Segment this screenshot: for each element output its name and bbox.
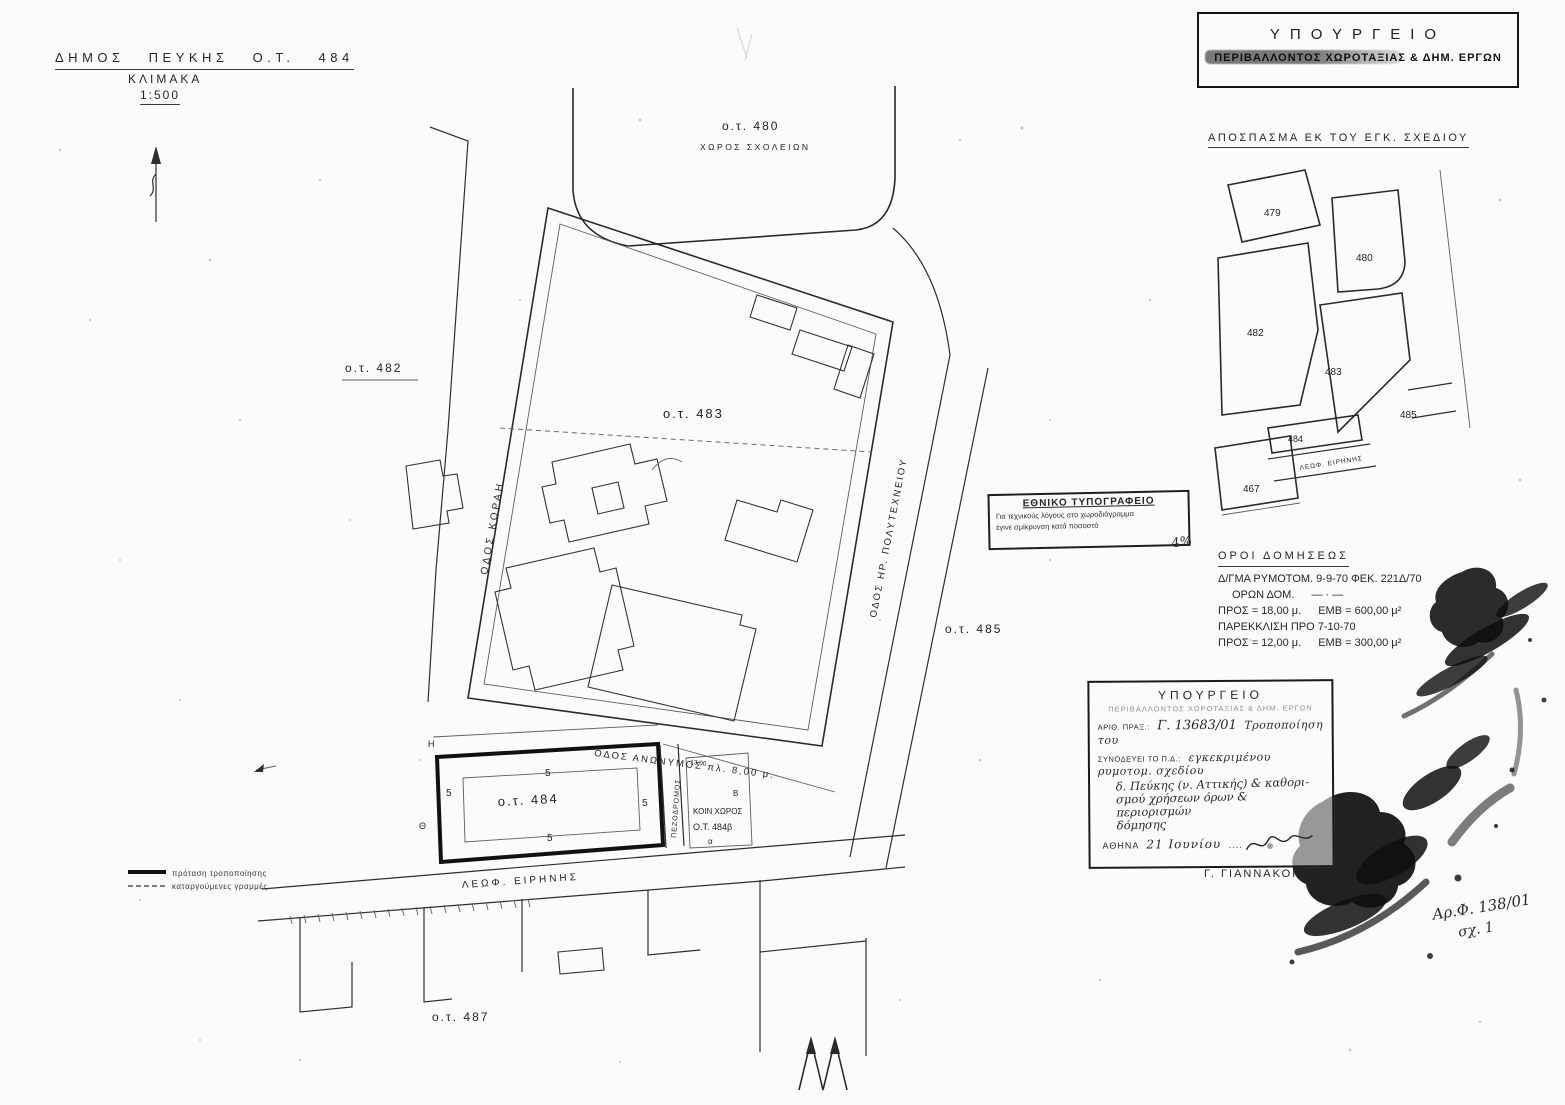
label-street-korai: ΟΔΟΣ ΚΟΡΑΗ: [479, 480, 506, 575]
building-terms-title: ΟΡΟΙ ΔΟΜΗΣΕΩΣ: [1218, 548, 1349, 567]
label-block-480-use: ΧΩΡΟΣ ΣΧΟΛΕΙΩΝ: [700, 142, 811, 152]
key-label-479: 479: [1264, 208, 1281, 219]
parekklisi-line: ΠΑΡΕΚΚΛΙΣΗ ΠΡΟ 7-10-70: [1218, 621, 1356, 633]
main-map: πρόταση τροποποίησης καταργούμενες γραμμ…: [128, 86, 1002, 1091]
handwritten-notes: δ. Πεύκης (ν. Αττικής) & καθορι- σμού χρ…: [1116, 775, 1325, 833]
ministry-stamp: ΥΠΟΥΡΓΕΙΟ ΠΕΡΙΒΑΛΛΟΝΤΟΣ ΧΩΡΟΤΑΞΙΑΣ & ΔΗΜ…: [1197, 12, 1519, 88]
key-block-479: [1227, 169, 1321, 243]
label-block-484: ο.τ. 484: [497, 791, 559, 809]
block-480-outline: [572, 86, 896, 247]
approval-title: ΥΠΟΥΡΓΕΙΟ: [1157, 687, 1263, 703]
date-value: 21 Ιουνίου: [1146, 836, 1222, 852]
setback-5-bottom: 5: [547, 833, 553, 844]
label-block-482: ο.τ. 482: [345, 361, 402, 375]
ref-value: Γ. 13683/01: [1157, 717, 1237, 734]
label-street-eirinis: ΛΕΩΦ. ΕΙΡΗΝΗΣ: [461, 872, 579, 891]
legend-item-2: καταργούμενες γραμμές: [172, 882, 268, 891]
setback-5-top: 5: [545, 768, 551, 779]
label-street-polytechneiou: ΟΔΟΣ ΗΡ. ΠΟΛΥΤΕΧΝΕΙΟΥ: [868, 457, 910, 618]
legend-item-1: πρόταση τροποποίησης: [172, 869, 267, 878]
key-map-streets: [1221, 169, 1471, 516]
label-pezodromos: ΠΕΖΟΔΡΟΜΟΣ: [671, 778, 682, 838]
approval-subtitle: ΠΕΡΙΒΑΛΛΟΝΤΟΣ ΧΩΡΟΤΑΞΙΑΣ & ΔΗΜ. ΕΡΓΩΝ: [1108, 703, 1313, 714]
key-block-484: [1267, 414, 1363, 454]
block-484-outline: [434, 741, 666, 865]
signer-name: Γ. ΓΙΑΝΝΑΚΟΠΟΥΛΟΣ: [1204, 868, 1350, 880]
page-title: ΔΗΜΟΣ ΠΕΥΚΗΣ Ο.Τ. 484: [55, 50, 354, 70]
map-legend: πρόταση τροποποίησης καταργούμενες γραμμ…: [128, 869, 268, 891]
date-dots: ....: [1228, 839, 1243, 850]
building-terms: ΟΡΟΙ ΔΟΜΗΣΕΩΣ Δ/ΓΜΑ ΡΥΜΟΤΟΜ. 9-9-70 ΦΕΚ.…: [1218, 548, 1422, 651]
scale-value: 1:500: [140, 88, 181, 105]
ref-label: ΑΡΙΘ. ΠΡΑΞ.:: [1097, 722, 1150, 732]
building-footprints: [405, 294, 875, 722]
label-block-485: ο.τ. 485: [945, 622, 1002, 636]
key-block-482: [1217, 242, 1319, 416]
decree-line: Δ/ΓΜΑ ΡΥΜΟΤΟΜ. 9-9-70 ΦΕΚ. 221Δ/70: [1218, 573, 1422, 585]
street-eirinis-edges: [254, 764, 906, 922]
key-label-485: 485: [1400, 410, 1417, 421]
key-label-467: 467: [1243, 484, 1260, 495]
approval-accompany-row: ΣΥΝΟΔΕΥΕΙ ΤΟ Π.Δ.: εγκεκριμένου ρυμοτομ.…: [1098, 750, 1324, 778]
corner-letter-b: Β: [733, 789, 738, 798]
oron-dom-line: ΟΡΩΝ ΔΟΜ. — · —: [1232, 589, 1344, 601]
scale-label: ΚΛΙΜΑΚΑ: [128, 72, 203, 86]
key-map: 479 480 482 483 484 485 467 ΛΕΩΦ. ΕΙΡΗΝΗ…: [1214, 169, 1471, 516]
pros-line-1: ΠΡΟΣ = 18,00 μ. ΕΜΒ = 600,00 μ²: [1218, 605, 1402, 617]
road-connector-480: [892, 227, 951, 356]
key-block-480: [1331, 189, 1406, 293]
street-polytechneiou-edges: [849, 354, 989, 869]
block-483-outline: [467, 206, 894, 747]
scan-speckles: [58, 27, 1522, 1063]
ink-smear-bar: [1205, 50, 1401, 64]
dim-13: 13.00: [690, 759, 707, 768]
key-label-480: 480: [1356, 253, 1373, 264]
key-label-483: 483: [1325, 367, 1342, 378]
key-block-483: [1319, 292, 1411, 434]
date-label: ΑΘΗΝΑ: [1102, 840, 1139, 851]
setback-5-left: 5: [446, 788, 452, 799]
setback-5-right: 5: [642, 798, 648, 809]
approval-stamp-box: ΥΠΟΥΡΓΕΙΟ ΠΕΡΙΒΑΛΛΟΝΤΟΣ ΧΩΡΟΤΑΞΙΑΣ & ΔΗΜ…: [1087, 679, 1335, 869]
corner-letter-h: Η: [428, 739, 435, 749]
corner-letter-a: α: [708, 837, 713, 846]
label-block-484b: Ο.Τ. 484β: [693, 822, 732, 832]
label-koin-choros: ΚΟΙΝ ΧΩΡΟΣ: [693, 807, 742, 816]
approval-ref-row: ΑΡΙΘ. ΠΡΑΞ.: Γ. 13683/01 Τροποποίηση του: [1098, 717, 1324, 747]
printing-stamp-line2: έγινε σμίκρυνση κατά ποσοστό: [996, 520, 1099, 532]
block-484-setback: [462, 767, 641, 843]
key-block-467: [1214, 435, 1299, 511]
dash-symbol: — · —: [1311, 589, 1344, 601]
ministry-stamp-line1: ΥΠΟΥΡΓΕΙΟ: [1269, 26, 1447, 43]
key-label-484: 484: [1288, 434, 1303, 444]
key-label-482: 482: [1247, 328, 1264, 339]
signature-scribble: [1245, 834, 1313, 851]
pros-line-2: ΠΡΟΣ = 12,00 μ. ΕΜΒ = 300,00 μ²: [1218, 637, 1402, 649]
extract-title: ΑΠΟΣΠΑΣΜΑ ΕΚ ΤΟΥ ΕΓΚ. ΣΧΕΔΙΟΥ: [1208, 132, 1469, 148]
block-483-old-line: [499, 427, 873, 453]
label-block-480: ο.τ. 480: [722, 119, 779, 133]
pezodromos-strip: [659, 743, 753, 849]
accompany-label: ΣΥΝΟΔΕΥΕΙ ΤΟ Π.Δ.:: [1097, 754, 1181, 764]
printing-office-stamp: ΕΘΝΙΚΟ ΤΥΠΟΓΡΑΦΕΙΟ Για τεχνικούς λόγους …: [987, 489, 1194, 552]
bottom-arrow-mark: [798, 1036, 848, 1091]
block-487-outlines: [289, 880, 867, 1056]
label-block-487: ο.τ. 487: [432, 1010, 489, 1024]
street-anonymos-edge: [432, 724, 659, 738]
ministry-stamp-line2: ΠΕΡΙΒΑΛΛΟΝΤΟΣ ΧΩΡΟΤΑΞΙΑΣ & ΔΗΜ. ΕΡΓΩΝ: [1199, 50, 1517, 64]
corner-letter-theta: Θ: [419, 821, 426, 831]
street-korai-edge: [427, 126, 469, 703]
block-483-setback: [483, 223, 877, 731]
north-arrow: [149, 146, 161, 222]
label-block-483: ο.τ. 483: [663, 406, 724, 421]
